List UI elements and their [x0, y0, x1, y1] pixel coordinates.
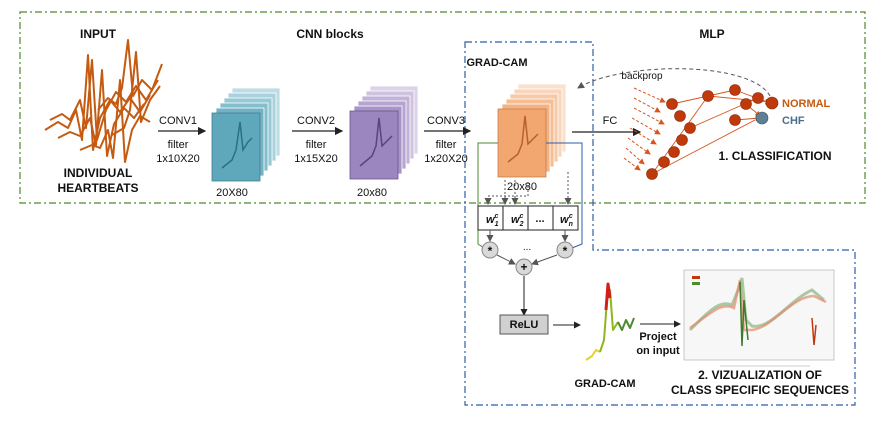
mlp-header: MLP — [699, 27, 724, 41]
conv3-feature-maps — [497, 83, 567, 178]
conv1-filter-size: 1x10X20 — [156, 153, 199, 165]
input-header: INPUT — [80, 27, 117, 41]
conv2-layer: CONV2 filter 1x15X20 — [292, 115, 344, 165]
conv3-output-size: 20x80 — [507, 181, 537, 193]
conv2-feature-maps — [349, 85, 419, 180]
fc-label: FC — [603, 115, 618, 127]
mult-node-2 — [556, 241, 574, 259]
mult-node-2-symbol: * — [563, 244, 568, 258]
conv1-name: CONV1 — [159, 115, 197, 127]
normal-class-label: NORMAL — [782, 98, 831, 110]
mult-dots: ... — [523, 242, 531, 253]
relu-box — [499, 314, 549, 335]
conv3-filter-label: filter — [436, 139, 457, 151]
projected-visualization-plot — [683, 269, 835, 367]
gradcam-region-box — [464, 41, 856, 406]
gradcam-connectors — [477, 142, 583, 249]
relu-label: ReLU — [510, 319, 539, 331]
input-caption-line1: INDIVIDUAL — [64, 166, 133, 180]
mult-node-1-symbol: * — [488, 244, 493, 258]
weight-w2: w2c — [511, 213, 524, 228]
conv2-name: CONV2 — [297, 115, 335, 127]
conv1-feature-maps — [211, 87, 281, 182]
gradcam-output-label: GRAD-CAM — [574, 378, 635, 390]
conv1-filter-label: filter — [168, 139, 189, 151]
conv2-filter-label: filter — [306, 139, 327, 151]
mlp-network — [577, 68, 779, 180]
backprop-label: backprop — [621, 71, 663, 82]
weight-wn: wnc — [560, 213, 573, 228]
backprop-arrow — [577, 68, 771, 97]
weight-dots: ... — [535, 213, 544, 225]
conv3-name: CONV3 — [427, 115, 465, 127]
input-caption-line2: HEARTBEATS — [57, 181, 138, 195]
chf-output-node — [755, 111, 769, 125]
project-label-line1: Project — [639, 331, 677, 343]
visualization-label-line2: CLASS SPECIFIC SEQUENCES — [671, 383, 849, 397]
conv3-layer: CONV3 filter 1x20X20 — [424, 115, 472, 165]
classification-label: 1. CLASSIFICATION — [718, 149, 831, 163]
mult-node-1 — [481, 241, 499, 259]
chf-class-label: CHF — [782, 115, 805, 127]
sum-node-symbol: + — [520, 260, 527, 274]
conv3-filter-size: 1x20X20 — [424, 153, 467, 165]
project-label-line2: on input — [636, 345, 680, 357]
conv2-filter-size: 1x15X20 — [294, 153, 337, 165]
weight-w1: w1c — [486, 213, 499, 228]
conv1-layer: CONV1 filter 1x10X20 — [156, 115, 207, 165]
cnn-header: CNN blocks — [296, 27, 364, 41]
cnn-region-box — [19, 11, 866, 204]
weights-vector — [477, 205, 579, 231]
gradcam-header: GRAD-CAM — [466, 57, 527, 69]
visualization-label-line1: 2. VIZUALIZATION OF — [698, 368, 822, 382]
weight-to-mult-arrows — [486, 230, 681, 329]
conv1-output-size: 20X80 — [216, 187, 248, 199]
conv2-output-size: 20x80 — [357, 187, 387, 199]
gradcam-heatmap-signal — [585, 282, 635, 361]
sum-node — [515, 258, 533, 276]
input-heartbeats-figure — [44, 39, 163, 163]
